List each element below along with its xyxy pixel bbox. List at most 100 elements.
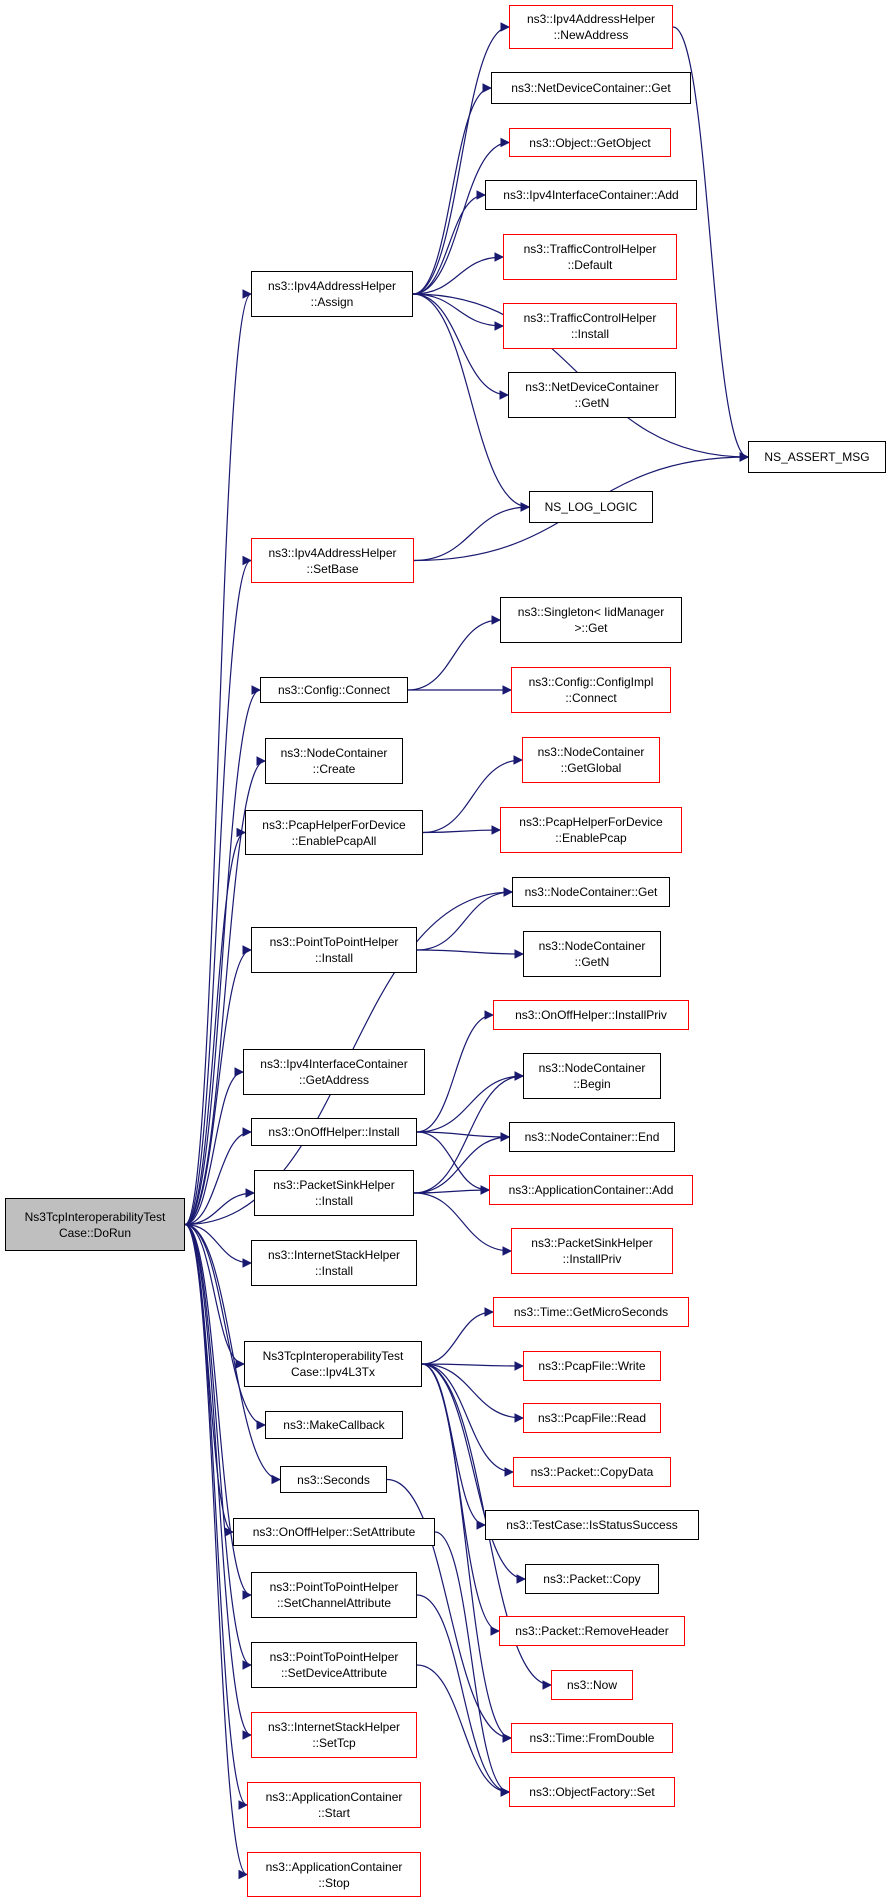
node-enablepcap[interactable]: ns3::PcapHelperForDevice::EnablePcap xyxy=(500,807,682,853)
node-pcap-read[interactable]: ns3::PcapFile::Read xyxy=(523,1403,661,1433)
edge-root-to-cfg-connect xyxy=(184,685,261,1226)
node-onoff-setattr[interactable]: ns3::OnOffHelper::SetAttribute xyxy=(233,1518,435,1546)
node-label-line: ns3::TestCase::IsStatusSuccess xyxy=(506,1518,678,1532)
edge-assign-to-ns-log-logic xyxy=(412,293,530,512)
edge-sink-install-to-nc-end xyxy=(413,1132,510,1194)
node-cfgimpl-connect[interactable]: ns3::Config::ConfigImpl::Connect xyxy=(511,667,671,713)
node-label-line: ns3::Config::ConfigImpl xyxy=(528,675,654,689)
node-pcap-write[interactable]: ns3::PcapFile::Write xyxy=(523,1351,661,1381)
node-p2p-install[interactable]: ns3::PointToPointHelper::Install xyxy=(251,927,417,973)
node-seconds[interactable]: ns3::Seconds xyxy=(280,1466,387,1493)
node-label-line: ns3::MakeCallback xyxy=(283,1418,385,1432)
node-nc-get[interactable]: ns3::NodeContainer::Get xyxy=(512,877,670,907)
edge-pcap-all-to-nc-getglobal xyxy=(422,755,523,834)
node-p2p-setchan[interactable]: ns3::PointToPointHelper::SetChannelAttri… xyxy=(251,1572,417,1618)
edge-ipv4l3tx-to-getmicro xyxy=(421,1307,494,1365)
node-appc-add[interactable]: ns3::ApplicationContainer::Add xyxy=(489,1175,693,1205)
node-onoff-install[interactable]: ns3::OnOffHelper::Install xyxy=(251,1118,417,1146)
node-removeheader[interactable]: ns3::Packet::RemoveHeader xyxy=(499,1616,685,1646)
edge-setbase-to-ns-log-logic xyxy=(413,502,530,562)
edge-cfg-connect-to-singleton-get xyxy=(407,615,501,691)
edge-sink-install-to-sink-installpriv xyxy=(413,1192,512,1256)
node-label-line: ns3::OnOffHelper::SetAttribute xyxy=(252,1525,416,1539)
node-ifc-getaddr[interactable]: ns3::Ipv4InterfaceContainer::GetAddress xyxy=(243,1049,425,1095)
node-nc-begin[interactable]: ns3::NodeContainer::Begin xyxy=(523,1053,661,1099)
node-getmicro[interactable]: ns3::Time::GetMicroSeconds xyxy=(493,1297,689,1327)
node-setbase[interactable]: ns3::Ipv4AddressHelper::SetBase xyxy=(251,538,414,583)
node-nc-getn[interactable]: ns3::NodeContainer::GetN xyxy=(523,931,661,977)
edge-ipv4l3tx-to-fromdouble xyxy=(421,1363,512,1743)
node-nc-create[interactable]: ns3::NodeContainer::Create xyxy=(265,738,403,784)
edge-root-to-p2p-setchan xyxy=(184,1223,252,1600)
edge-root-to-pcap-all xyxy=(184,827,246,1226)
node-label-line: ns3::Config::Connect xyxy=(277,683,391,697)
node-label-line: ns3::InternetStackHelper xyxy=(267,1248,401,1262)
node-label-line: ns3::Ipv4InterfaceContainer::Add xyxy=(503,188,679,202)
node-label-line: ::GetGlobal xyxy=(560,761,622,775)
node-tc-install[interactable]: ns3::TrafficControlHelper::Install xyxy=(503,303,677,349)
edge-p2p-install-to-nc-get xyxy=(416,887,513,951)
node-inet-settcp[interactable]: ns3::InternetStackHelper::SetTcp xyxy=(251,1712,417,1758)
node-tc-default[interactable]: ns3::TrafficControlHelper::Default xyxy=(503,234,677,280)
node-label-line: ns3::Now xyxy=(566,1678,618,1692)
node-ndc-get[interactable]: ns3::NetDeviceContainer::Get xyxy=(491,72,691,104)
node-label-line: ns3::NetDeviceContainer xyxy=(525,380,659,394)
node-label-line: ns3::ApplicationContainer xyxy=(265,1790,403,1804)
node-label-line: ns3::PcapFile::Write xyxy=(538,1359,646,1373)
node-of-set[interactable]: ns3::ObjectFactory::Set xyxy=(509,1777,675,1807)
node-label-line: ns3::PcapFile::Read xyxy=(537,1411,647,1425)
node-inet-install[interactable]: ns3::InternetStackHelper::Install xyxy=(251,1240,417,1286)
node-ns-log-logic[interactable]: NS_LOG_LOGIC xyxy=(529,491,653,523)
node-pcap-all[interactable]: ns3::PcapHelperForDevice::EnablePcapAll xyxy=(245,810,423,855)
node-label-line: ns3::ObjectFactory::Set xyxy=(529,1785,655,1799)
node-newaddress[interactable]: ns3::Ipv4AddressHelper::NewAddress xyxy=(509,5,673,49)
node-label-line: ns3::Object::GetObject xyxy=(529,135,651,150)
edge-assign-to-getobject xyxy=(412,137,510,295)
edge-ipv4l3tx-to-pcap-read xyxy=(421,1363,524,1423)
node-now[interactable]: ns3::Now xyxy=(551,1670,633,1700)
node-fromdouble[interactable]: ns3::Time::FromDouble xyxy=(511,1723,673,1753)
node-sink-install[interactable]: ns3::PacketSinkHelper::Install xyxy=(254,1170,414,1216)
node-label-line: ns3::NodeContainer::Get xyxy=(524,885,658,899)
node-app-stop[interactable]: ns3::ApplicationContainer::Stop xyxy=(247,1852,421,1897)
edge-assign-to-newaddress xyxy=(412,22,510,295)
edge-root-to-ifc-getaddr xyxy=(184,1067,244,1226)
node-app-start[interactable]: ns3::ApplicationContainer::Start xyxy=(247,1782,421,1828)
node-p2p-setdev[interactable]: ns3::PointToPointHelper::SetDeviceAttrib… xyxy=(251,1642,417,1688)
edge-root-to-sink-install xyxy=(184,1188,255,1226)
node-singleton-get[interactable]: ns3::Singleton< IidManager>::Get xyxy=(500,597,682,643)
node-nc-end[interactable]: ns3::NodeContainer::End xyxy=(509,1122,675,1152)
node-isstatus[interactable]: ns3::TestCase::IsStatusSuccess xyxy=(485,1510,699,1540)
edge-onoff-setattr-to-of-set xyxy=(434,1531,510,1797)
node-label-line: ns3::NodeContainer::End xyxy=(524,1130,660,1144)
node-label-line: ns3::NodeContainer xyxy=(538,939,646,953)
edge-pcap-all-to-enablepcap xyxy=(422,825,501,835)
edge-p2p-setdev-to-of-set xyxy=(416,1664,510,1797)
node-label-line: ns3::Time::FromDouble xyxy=(529,1731,655,1745)
edge-ipv4l3tx-to-pcap-write xyxy=(421,1361,524,1371)
node-getobject[interactable]: ns3::Object::GetObject xyxy=(509,128,671,157)
node-installpriv[interactable]: ns3::OnOffHelper::InstallPriv xyxy=(493,1000,689,1030)
node-label-line: ::SetDeviceAttribute xyxy=(280,1666,388,1680)
node-copydata[interactable]: ns3::Packet::CopyData xyxy=(513,1457,671,1487)
node-label-line: ns3::PcapHelperForDevice xyxy=(262,817,406,832)
node-sink-installpriv[interactable]: ns3::PacketSinkHelper::InstallPriv xyxy=(511,1228,673,1274)
node-label-line: ns3::NodeContainer xyxy=(280,746,388,760)
node-assign[interactable]: ns3::Ipv4AddressHelper::Assign xyxy=(251,271,413,317)
node-label-line: ::SetTcp xyxy=(312,1736,356,1750)
node-makecb[interactable]: ns3::MakeCallback xyxy=(265,1411,403,1439)
edge-sink-install-to-nc-begin xyxy=(413,1071,524,1194)
node-pkt-copy[interactable]: ns3::Packet::Copy xyxy=(525,1564,659,1594)
node-label-line: ns3::PacketSinkHelper xyxy=(273,1178,395,1192)
node-label-line: ::Install xyxy=(570,327,609,341)
node-nc-getglobal[interactable]: ns3::NodeContainer::GetGlobal xyxy=(522,737,660,783)
edge-root-to-p2p-setdev xyxy=(184,1223,252,1670)
node-ns-assert-msg[interactable]: NS_ASSERT_MSG xyxy=(748,441,886,473)
node-label-line: ns3::PointToPointHelper xyxy=(269,935,399,949)
node-ifc-add[interactable]: ns3::Ipv4InterfaceContainer::Add xyxy=(485,180,697,210)
node-label-line: ::Connect xyxy=(565,691,617,705)
node-cfg-connect[interactable]: ns3::Config::Connect xyxy=(260,677,408,703)
node-ndc-getn[interactable]: ns3::NetDeviceContainer::GetN xyxy=(508,372,676,418)
